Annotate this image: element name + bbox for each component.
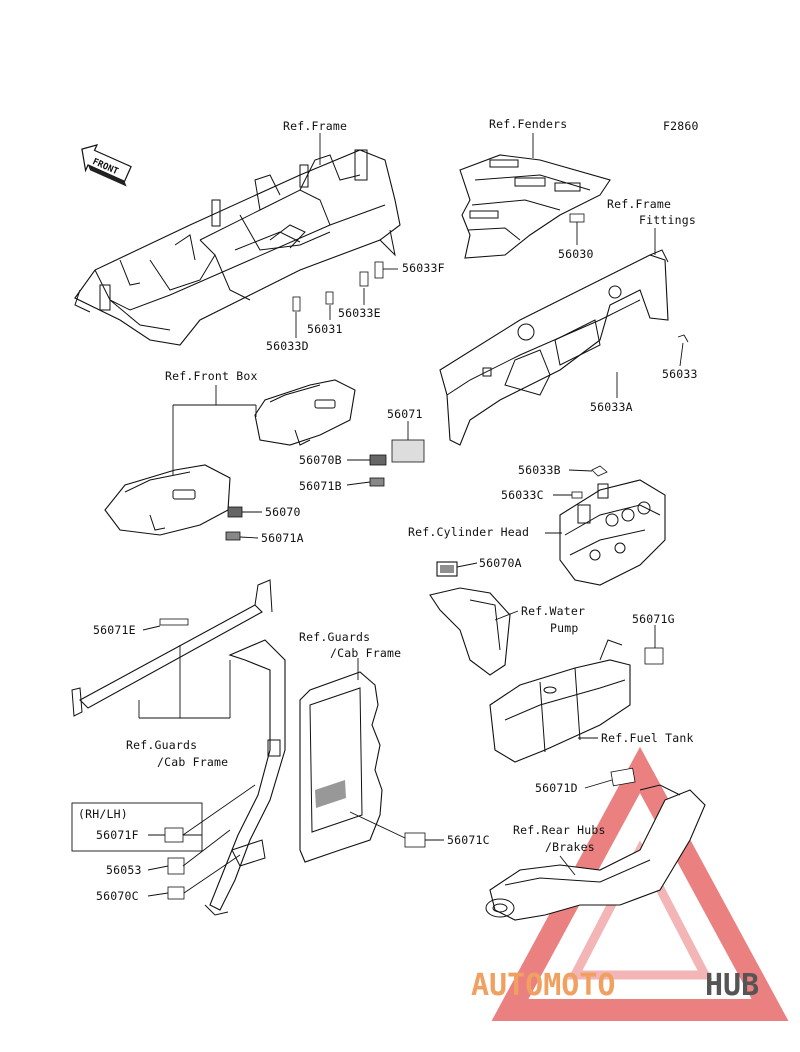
- part-56070A: 56070A: [479, 556, 522, 570]
- front-arrow-icon: FRONT: [81, 143, 132, 187]
- sticker-56031-icon: [325, 291, 334, 305]
- part-56033A: 56033A: [590, 400, 633, 414]
- ref-fenders-label: Ref.Fenders: [489, 117, 567, 131]
- water-pump-drawing: [429, 561, 511, 676]
- sticker-56030-icon: [569, 213, 585, 223]
- ref-guards-label-1: Ref.Guards: [299, 630, 370, 644]
- part-56071C: 56071C: [447, 833, 490, 847]
- cylinder-head-drawing: [559, 479, 666, 586]
- sticker-56033-icon: [677, 334, 689, 343]
- part-56031: 56031: [307, 322, 343, 336]
- brand-wordmark: AUTOMOTO HUB: [471, 968, 759, 1003]
- ref-frame-fittings-label-2: Fittings: [639, 213, 696, 227]
- stickers: [225, 213, 689, 541]
- front-box-upper-drawing: [254, 379, 356, 446]
- sticker-56033C-icon: [571, 491, 583, 499]
- sticker-56033E-icon: [359, 271, 369, 287]
- ref-water-pump-label-2: Pump: [550, 621, 579, 635]
- sticker-56033B-icon: [591, 465, 608, 477]
- rh-lh-label: (RH/LH): [78, 807, 128, 821]
- part-56033E: 56033E: [338, 306, 381, 320]
- ref-frame-fittings-label-1: Ref.Frame: [607, 197, 671, 211]
- part-56071: 56071: [387, 407, 423, 421]
- part-56033C: 56033C: [501, 488, 544, 502]
- frame-fittings-drawing: [439, 249, 669, 446]
- part-56033B: 56033B: [518, 463, 561, 477]
- sticker-56070B-icon: [369, 454, 387, 466]
- cab-door-drawing: [299, 671, 426, 863]
- ref-front-box-label: Ref.Front Box: [165, 369, 258, 383]
- part-56070C: 56070C: [96, 889, 139, 903]
- ref-cylinder-head-label: Ref.Cylinder Head: [408, 525, 529, 539]
- part-56053: 56053: [106, 863, 142, 877]
- front-box-lower-drawing: [104, 464, 231, 536]
- sticker-56070-icon: [227, 506, 243, 518]
- ref-frame-label: Ref.Frame: [283, 119, 347, 133]
- ref-fuel-tank-label: Ref.Fuel Tank: [601, 731, 694, 745]
- frame-drawing: [74, 149, 401, 346]
- part-56071D: 56071D: [535, 781, 578, 795]
- guard-frame-drawing: [164, 639, 286, 916]
- part-56071B: 56071B: [299, 479, 342, 493]
- part-56071F: 56071F: [96, 828, 139, 842]
- part-56030: 56030: [558, 247, 594, 261]
- part-56071A: 56071A: [261, 531, 304, 545]
- ref-guards-label-2: /Cab Frame: [330, 646, 401, 660]
- guard-bar-drawing: [71, 579, 273, 717]
- fenders-drawing: [459, 154, 611, 259]
- ref-rear-hubs-label-2: /Brakes: [545, 840, 595, 854]
- part-56033: 56033: [662, 367, 698, 381]
- rear-hubs-drawing: [485, 767, 706, 921]
- part-56071E: 56071E: [93, 623, 136, 637]
- figure-code: F2860: [663, 119, 699, 133]
- sticker-56033D-icon: [292, 296, 301, 312]
- ref-guards-bottom-label-1: Ref.Guards: [126, 738, 197, 752]
- sticker-56071-icon: [391, 439, 425, 463]
- leader-lines: [71, 133, 684, 897]
- part-56071G: 56071G: [632, 612, 675, 626]
- part-56033F: 56033F: [402, 261, 445, 275]
- ref-rear-hubs-label-1: Ref.Rear Hubs: [513, 823, 606, 837]
- part-56033D: 56033D: [266, 339, 309, 353]
- ref-water-pump-label-1: Ref.Water: [521, 604, 585, 618]
- part-56070B: 56070B: [299, 453, 342, 467]
- part-56070: 56070: [265, 505, 301, 519]
- sticker-56071B-icon: [369, 477, 385, 487]
- fuel-tank-drawing: [489, 639, 664, 763]
- sticker-56033F-icon: [374, 261, 384, 279]
- sticker-56071A-icon: [225, 531, 241, 541]
- brand-left-text: AUTOMOTO: [471, 968, 616, 1003]
- brand-right-text: HUB: [705, 968, 759, 1003]
- ref-guards-bottom-label-2: /Cab Frame: [157, 755, 228, 769]
